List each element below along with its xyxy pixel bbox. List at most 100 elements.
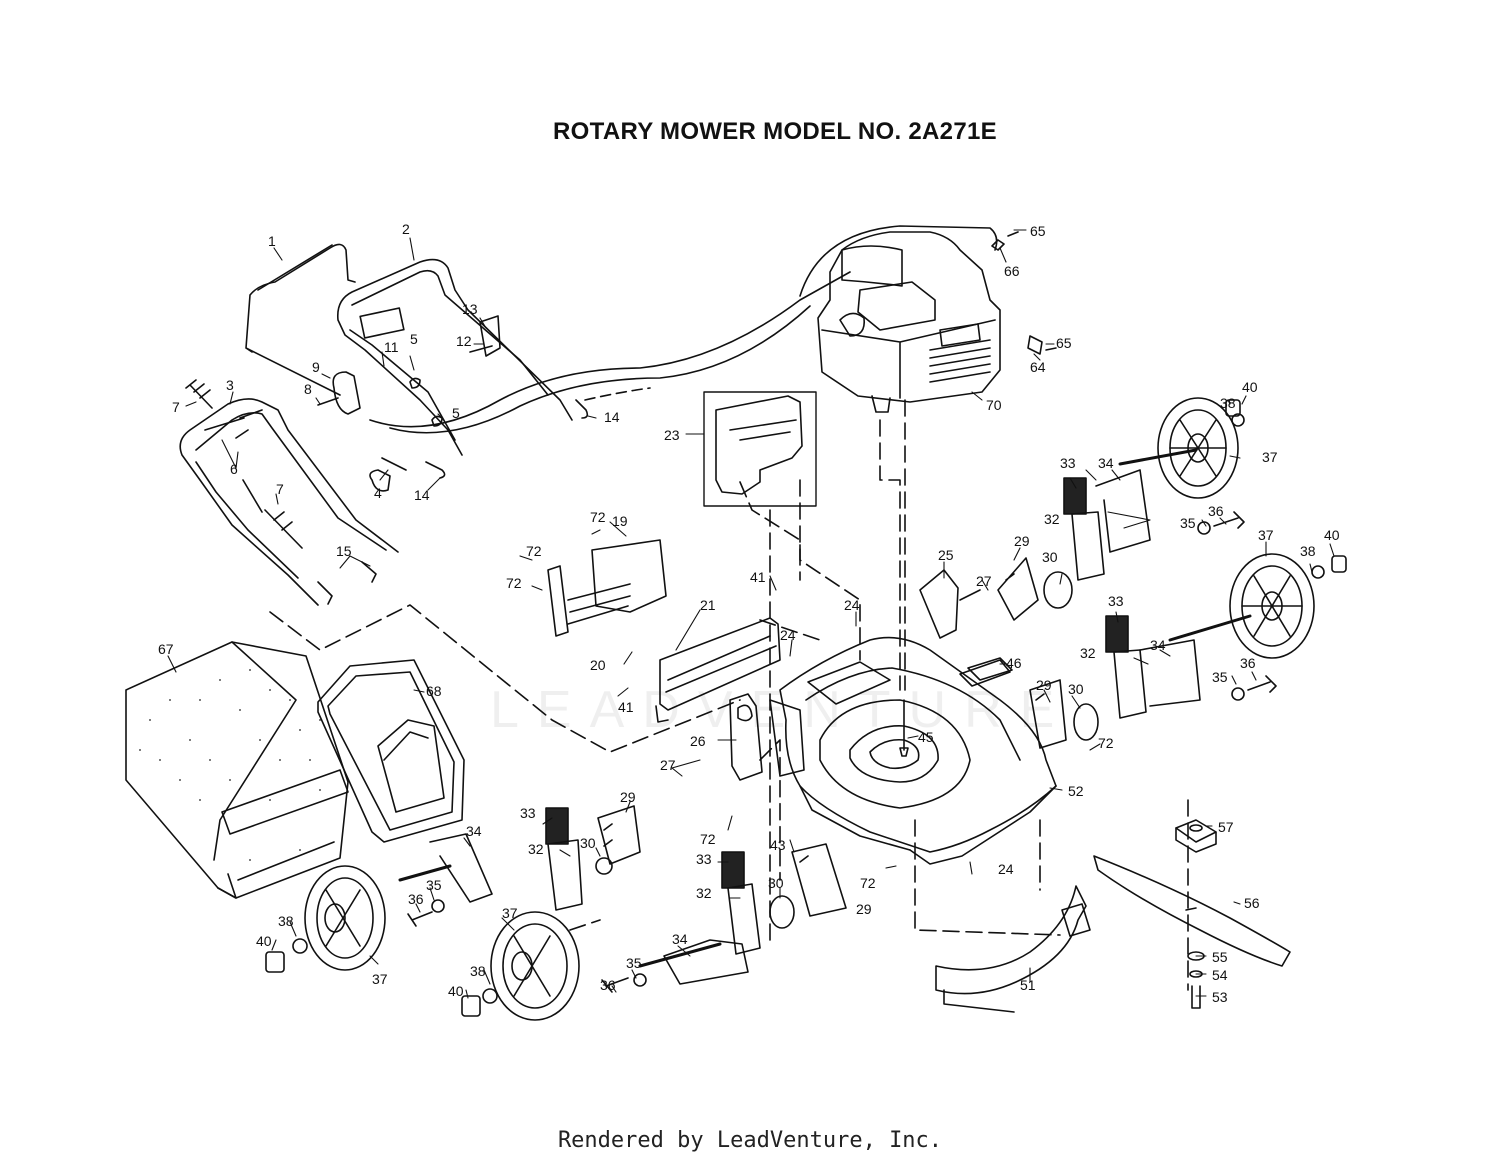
callout-labels: 1 2 3 4 5 5 6 7 7 8 9 11 12 13 14 14 15 … — [158, 221, 1340, 1005]
callout-2: 2 — [402, 221, 410, 237]
callout-24a: 24 — [844, 597, 860, 613]
callout-14b: 14 — [414, 487, 430, 503]
callout-7b: 7 — [276, 481, 284, 497]
callout-51: 51 — [1020, 977, 1036, 993]
blade-56 — [1093, 855, 1291, 967]
height-adjuster-rear-right — [1063, 448, 1245, 581]
callout-21: 21 — [700, 597, 716, 613]
callout-40b: 40 — [1324, 527, 1340, 543]
engine — [817, 231, 1057, 413]
callout-9: 9 — [312, 359, 320, 375]
callout-67: 67 — [158, 641, 174, 657]
callout-72d: 72 — [700, 831, 716, 847]
callout-38a: 38 — [1220, 395, 1236, 411]
callout-37b: 37 — [1258, 527, 1274, 543]
height-adjuster-front-left — [601, 851, 761, 993]
callout-33a: 33 — [1060, 455, 1076, 471]
callout-65b: 65 — [1056, 335, 1072, 351]
blade-adapter-45 — [899, 699, 909, 757]
callout-66: 66 — [1004, 263, 1020, 279]
callout-23: 23 — [664, 427, 680, 443]
callout-27a: 27 — [660, 757, 676, 773]
blade-hardware — [1187, 951, 1205, 1009]
callout-72e: 72 — [860, 875, 876, 891]
callout-34d: 34 — [672, 931, 688, 947]
callout-33c: 33 — [520, 805, 536, 821]
callout-29c: 29 — [1036, 677, 1052, 693]
callout-5a: 5 — [410, 331, 418, 347]
callout-11: 11 — [384, 339, 399, 355]
callout-46: 46 — [1006, 655, 1022, 671]
adjuster-plates — [595, 557, 1099, 929]
wheel-rear-right — [1157, 397, 1245, 499]
mulching-baffle-51 — [935, 885, 1091, 1013]
wheel-front-right — [1229, 553, 1347, 659]
callout-19: 19 — [612, 513, 628, 529]
callout-36b: 36 — [1240, 655, 1256, 671]
callout-70: 70 — [986, 397, 1002, 413]
callout-68: 68 — [426, 683, 442, 699]
reference-lines — [269, 399, 1189, 991]
callout-38c: 38 — [278, 913, 294, 929]
callout-30d: 30 — [768, 875, 784, 891]
callout-36d: 36 — [600, 977, 616, 993]
callout-72a: 72 — [590, 509, 606, 525]
callout-5b: 5 — [452, 405, 460, 421]
callout-35c: 35 — [426, 877, 442, 893]
footer-credit: Rendered by LeadVenture, Inc. — [557, 1128, 943, 1153]
callout-20: 20 — [590, 657, 606, 673]
rear-deflector-21 — [655, 617, 781, 723]
grass-bag-frame-68 — [317, 659, 465, 843]
callout-29d: 29 — [856, 901, 872, 917]
callout-41a: 41 — [750, 569, 766, 585]
callout-38b: 38 — [1300, 543, 1316, 559]
upper-control-bar — [245, 243, 356, 396]
callout-34a: 34 — [1098, 455, 1114, 471]
deck-side-brackets — [729, 693, 805, 781]
callout-34b: 34 — [1150, 637, 1166, 653]
upper-handle — [336, 258, 573, 456]
callout-24c: 24 — [998, 861, 1014, 877]
callout-29b: 29 — [620, 789, 636, 805]
callout-34c: 34 — [466, 823, 482, 839]
callout-25: 25 — [938, 547, 954, 563]
wheel-rear-left — [265, 865, 386, 973]
callout-6: 6 — [230, 461, 238, 477]
callout-32d: 32 — [696, 885, 712, 901]
callout-8: 8 — [304, 381, 312, 397]
callout-65a: 65 — [1030, 223, 1046, 239]
callout-30a: 30 — [1042, 549, 1058, 565]
wheel-front-left — [461, 911, 580, 1021]
callout-72f: 72 — [1098, 735, 1114, 751]
callout-32c: 32 — [528, 841, 544, 857]
callout-64: 64 — [1030, 359, 1046, 375]
mower-deck-52 — [779, 636, 1057, 865]
callout-41b: 41 — [618, 699, 634, 715]
grass-bag-speckle — [139, 669, 321, 861]
diagram-title: ROTARY MOWER MODEL NO. 2A271E — [553, 118, 997, 145]
callout-15: 15 — [336, 543, 352, 559]
callout-55: 55 — [1212, 949, 1228, 965]
callout-29a: 29 — [1014, 533, 1030, 549]
callout-35b: 35 — [1212, 669, 1228, 685]
callout-32a: 32 — [1044, 511, 1060, 527]
callout-38d: 38 — [470, 963, 486, 979]
callout-3: 3 — [226, 377, 234, 393]
callout-36c: 36 — [408, 891, 424, 907]
height-adjuster-front-right — [1105, 614, 1277, 719]
leader-lines — [167, 229, 1335, 999]
callout-30c: 30 — [1068, 681, 1084, 697]
callout-35d: 35 — [626, 955, 642, 971]
callout-30b: 30 — [580, 835, 596, 851]
callout-32b: 32 — [1080, 645, 1096, 661]
callout-7a: 7 — [172, 399, 180, 415]
callout-43: 43 — [770, 837, 786, 853]
callout-37a: 37 — [1262, 449, 1278, 465]
callout-45: 45 — [918, 729, 934, 745]
callout-13: 13 — [462, 301, 478, 317]
height-adjuster-rear-left — [398, 807, 583, 927]
handle-hardware — [185, 315, 589, 605]
callout-37c: 37 — [372, 971, 388, 987]
throttle-cable — [369, 225, 998, 434]
